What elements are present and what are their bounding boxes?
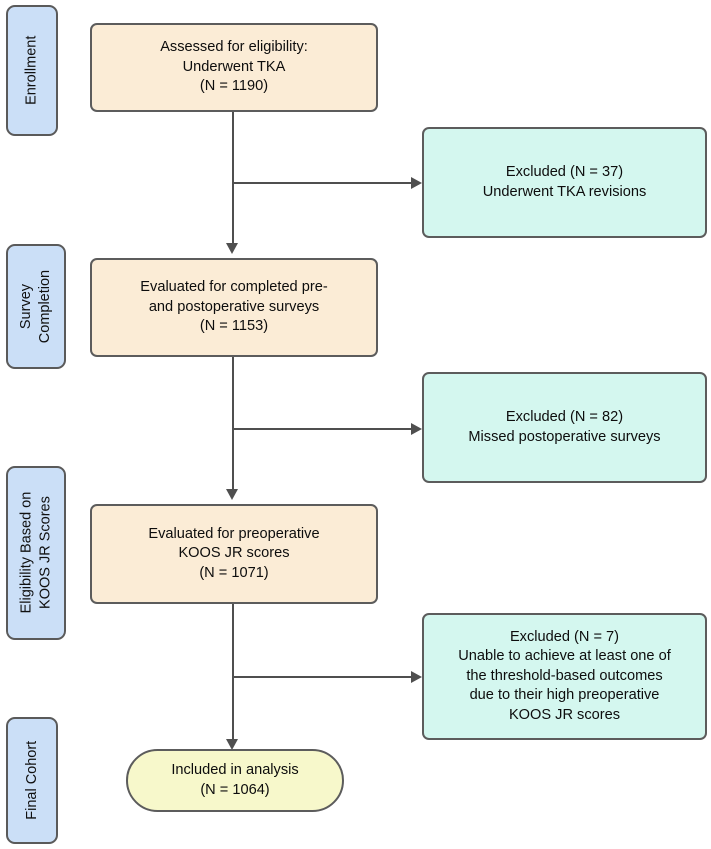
node-assessed-text: Assessed for eligibility: Underwent TKA …	[160, 38, 308, 97]
node-excluded-threshold-text: Excluded (N = 7) Unable to achieve at le…	[458, 628, 671, 726]
stage-label-survey-completion-text: Survey Completion	[17, 270, 54, 343]
node-excluded-revisions-text: Excluded (N = 37) Underwent TKA revision…	[483, 163, 647, 202]
arrow-koos-to-final	[226, 739, 238, 750]
connector-surveys-to-koos	[232, 357, 234, 490]
node-excluded-missed-surveys: Excluded (N = 82) Missed postoperative s…	[422, 372, 707, 483]
arrow-to-excluded-threshold	[411, 671, 422, 683]
node-text-line: Underwent TKA revisions	[482, 183, 647, 200]
node-text-line: due to their high preoperative	[469, 687, 660, 704]
node-text-line: Underwent TKA	[182, 58, 286, 75]
arrow-surveys-to-koos	[226, 489, 238, 500]
connector-branch-excluded-threshold	[232, 676, 417, 678]
node-text-line: Excluded (N = 7)	[509, 628, 620, 645]
stage-text-line: Final Cohort	[23, 741, 40, 820]
stage-text-line: Enrollment	[23, 35, 40, 106]
stage-label-enrollment-text: Enrollment	[23, 36, 42, 105]
node-text-line: Evaluated for preoperative	[148, 525, 320, 542]
stage-label-final-cohort: Final Cohort	[6, 717, 58, 844]
node-evaluated-surveys-text: Evaluated for completed pre- and postope…	[140, 278, 327, 337]
stage-text-line: Eligibility Based on	[18, 492, 35, 614]
connector-branch-excluded-surveys	[232, 428, 417, 430]
node-text-line: Included in analysis	[171, 761, 299, 778]
node-text-line: Evaluated for completed pre-	[140, 279, 328, 296]
node-text-line: KOOS JR scores	[178, 545, 290, 562]
arrow-assessed-to-surveys	[226, 243, 238, 254]
connector-assessed-to-surveys	[232, 112, 234, 244]
stage-text-line: KOOS JR Scores	[37, 496, 53, 610]
node-text-line: Excluded (N = 82)	[505, 408, 624, 425]
arrow-to-excluded-missed-surveys	[411, 423, 422, 435]
node-assessed-for-eligibility: Assessed for eligibility: Underwent TKA …	[90, 23, 378, 112]
stage-label-survey-completion: Survey Completion	[6, 244, 66, 369]
node-included-in-analysis-text: Included in analysis (N = 1064)	[171, 761, 298, 800]
stage-text-line: Survey	[18, 283, 35, 330]
node-text-line: (N = 1153)	[199, 318, 269, 335]
node-text-line: Excluded (N = 37)	[505, 163, 624, 180]
node-text-line: (N = 1071)	[199, 564, 269, 581]
node-text-line: KOOS JR scores	[508, 706, 621, 723]
node-text-line: Assessed for eligibility:	[160, 39, 308, 56]
connector-branch-excluded-revisions	[232, 182, 417, 184]
node-excluded-revisions: Excluded (N = 37) Underwent TKA revision…	[422, 127, 707, 238]
node-text-line: (N = 1064)	[200, 781, 270, 798]
node-text-line: (N = 1190)	[199, 78, 269, 95]
node-evaluated-koos-text: Evaluated for preoperative KOOS JR score…	[148, 525, 319, 584]
node-evaluated-surveys: Evaluated for completed pre- and postope…	[90, 258, 378, 357]
node-text-line: the threshold-based outcomes	[466, 667, 663, 684]
stage-label-eligibility-koos: Eligibility Based on KOOS JR Scores	[6, 466, 66, 640]
stage-label-eligibility-koos-text: Eligibility Based on KOOS JR Scores	[17, 492, 54, 614]
node-evaluated-koos: Evaluated for preoperative KOOS JR score…	[90, 504, 378, 604]
stage-text-line: Completion	[37, 269, 53, 344]
stage-label-final-cohort-text: Final Cohort	[23, 741, 42, 820]
arrow-to-excluded-revisions	[411, 177, 422, 189]
node-excluded-threshold: Excluded (N = 7) Unable to achieve at le…	[422, 613, 707, 740]
node-text-line: and postoperative surveys	[148, 298, 320, 315]
node-excluded-missed-surveys-text: Excluded (N = 82) Missed postoperative s…	[468, 408, 660, 447]
node-text-line: Unable to achieve at least one of	[458, 648, 671, 665]
node-text-line: Missed postoperative surveys	[468, 428, 661, 445]
connector-koos-to-final	[232, 604, 234, 740]
node-included-in-analysis: Included in analysis (N = 1064)	[126, 749, 344, 812]
stage-label-enrollment: Enrollment	[6, 5, 58, 136]
